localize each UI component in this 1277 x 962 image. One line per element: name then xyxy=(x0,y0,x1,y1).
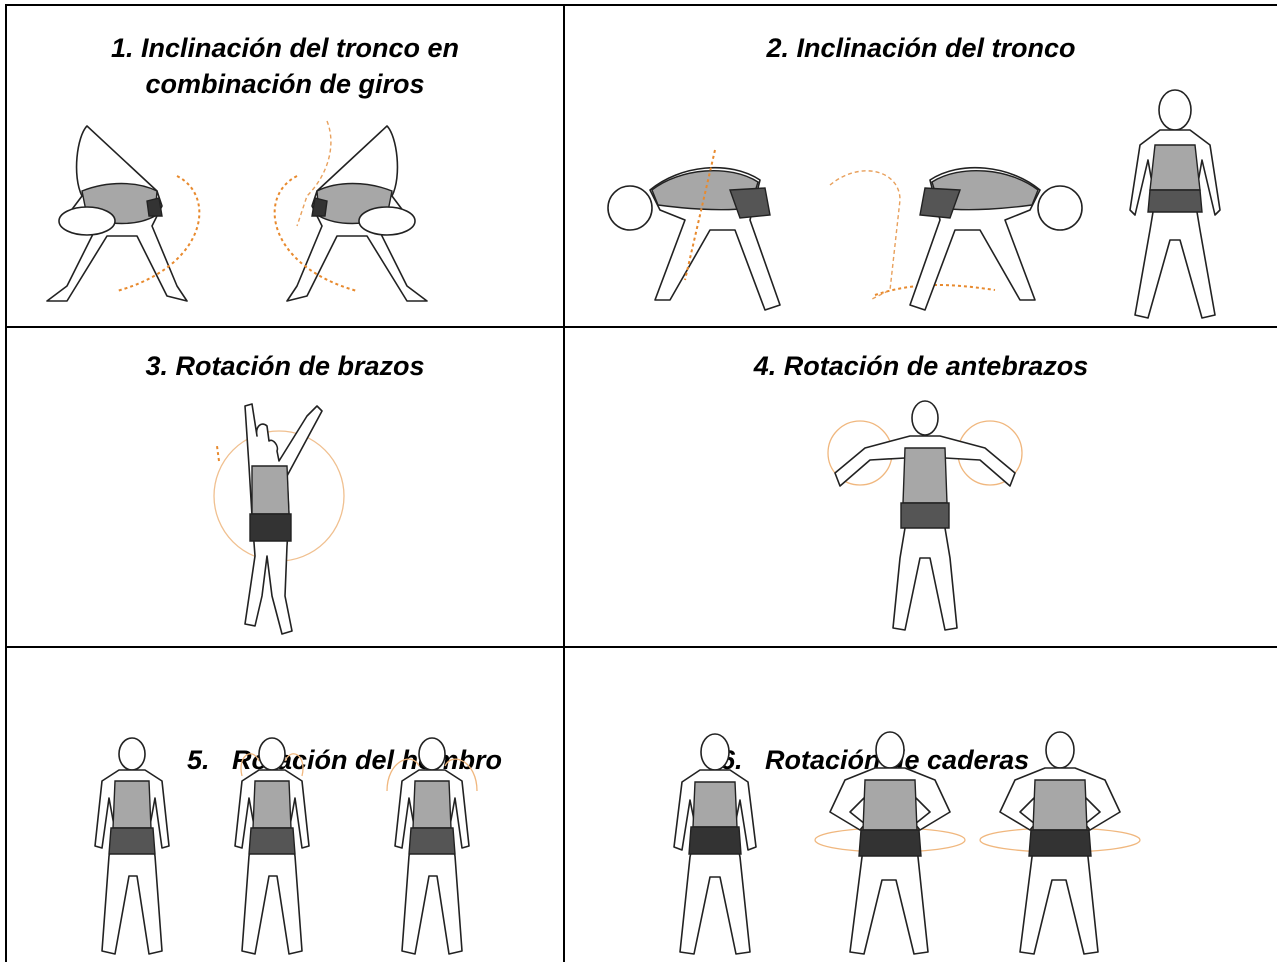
exercise-cell-2: 2. Inclinación del tronco xyxy=(565,6,1277,326)
table-border-left xyxy=(5,4,7,962)
exercise-cell-6: 6. Rotación de caderas xyxy=(565,648,1277,962)
exercise-illustration-1 xyxy=(46,120,428,302)
table-border-top xyxy=(5,4,1277,6)
exercise-title-1-line1: 1. Inclinación del tronco en xyxy=(110,33,460,63)
exercise-title-2-line1: 2. Inclinación del tronco xyxy=(766,33,1076,63)
exercise-illustration-3 xyxy=(213,403,345,635)
exercise-illustration-6 xyxy=(673,731,1141,955)
exercise-cell-5: 5. Rotación del hombro xyxy=(7,648,563,962)
table-divider-row2 xyxy=(5,646,1277,648)
exercise-title-3: 3. Rotación de brazos xyxy=(7,348,563,384)
table-divider-vertical xyxy=(563,4,565,962)
exercise-title-4-line1: 4. Rotación de antebrazos xyxy=(753,351,1089,381)
figure-standing-a xyxy=(94,737,170,955)
table-divider-row1 xyxy=(5,326,1277,328)
exercise-title-1: 1. Inclinación del tronco en combinación… xyxy=(7,30,563,102)
exercise-illustration-4 xyxy=(827,400,1023,631)
exercise-cell-4: 4. Rotación de antebrazos xyxy=(565,328,1277,646)
exercise-title-2: 2. Inclinación del tronco xyxy=(565,30,1277,66)
exercise-title-1-line2: combinación de giros xyxy=(145,69,425,99)
exercise-title-3-line1: 3. Rotación de brazos xyxy=(145,351,425,381)
exercise-title-4: 4. Rotación de antebrazos xyxy=(565,348,1277,384)
exercise-cell-3: 3. Rotación de brazos xyxy=(7,328,563,646)
exercise-illustration-2 xyxy=(607,89,1221,319)
exercise-illustration-5 xyxy=(94,737,478,955)
exercise-cell-1: 1. Inclinación del tronco en combinación… xyxy=(7,6,563,326)
